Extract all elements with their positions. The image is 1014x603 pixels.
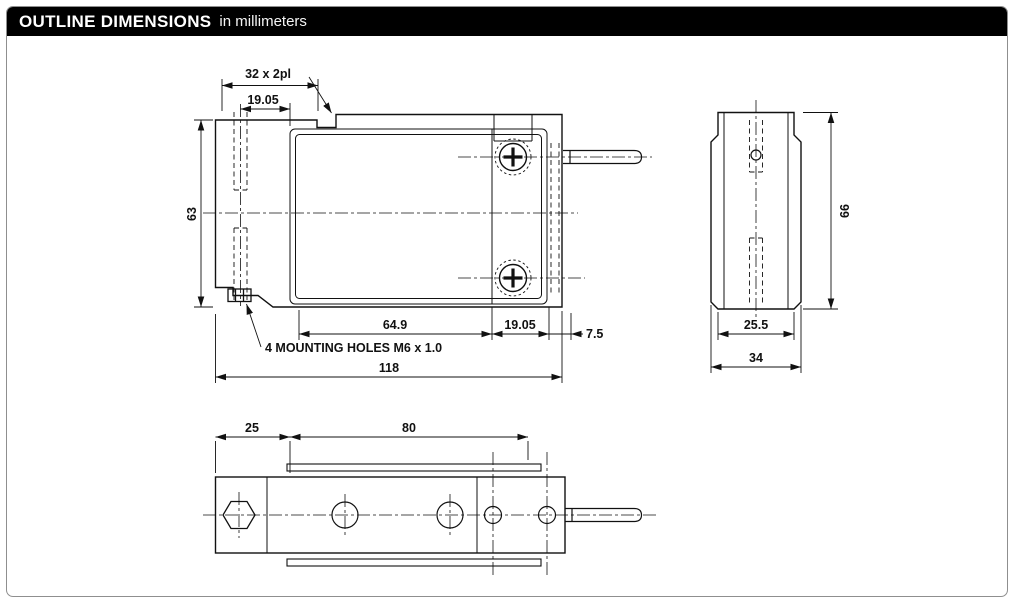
- end-body-outline: [710, 111, 802, 310]
- end-dim-width-label: 34: [749, 351, 763, 365]
- side-hidden-lines: [233, 112, 560, 300]
- top-dimension-lines: [215, 433, 529, 473]
- top-dim-span-label: 80: [402, 421, 416, 435]
- side-view: [203, 104, 652, 308]
- dim-height-label: 63: [185, 207, 199, 221]
- header-bar: OUTLINE DIMENSIONS in millimeters: [7, 7, 1007, 36]
- end-dim-height-label: 66: [838, 204, 852, 218]
- page-subtitle: in millimeters: [219, 13, 307, 30]
- side-mount-bolt: [227, 288, 252, 303]
- end-dimension-lines: [710, 112, 838, 373]
- dim-pocket-label: 64.9: [383, 318, 407, 332]
- side-cable: [563, 149, 643, 165]
- top-centerlines: [203, 452, 656, 578]
- top-dim-left-label: 25: [245, 421, 259, 435]
- top-plates: [286, 463, 542, 567]
- page-title: OUTLINE DIMENSIONS: [19, 11, 212, 31]
- side-centerlines: [203, 104, 652, 306]
- top-hex-bolt: [222, 500, 256, 530]
- side-body-outline: [214, 113, 563, 308]
- end-hidden-lines: [749, 120, 763, 305]
- dim-hole-offset-top-label: 19.05: [247, 93, 278, 107]
- side-dimension-lines: [194, 76, 583, 383]
- page-frame: [6, 6, 1008, 597]
- dim-slot-label: 32 x 2pl: [245, 67, 291, 81]
- dim-edge-label: 7.5: [586, 327, 603, 341]
- top-view: [203, 452, 656, 578]
- end-view: [710, 100, 802, 320]
- end-dim-width-inner-label: 25.5: [744, 318, 768, 332]
- dim-hole-offset-bottom-label: 19.05: [504, 318, 535, 332]
- dim-length-label: 118: [379, 361, 399, 375]
- mounting-holes-note: 4 MOUNTING HOLES M6 x 1.0: [265, 341, 442, 355]
- end-inner-edges: [723, 112, 789, 309]
- side-pocket: [289, 114, 548, 305]
